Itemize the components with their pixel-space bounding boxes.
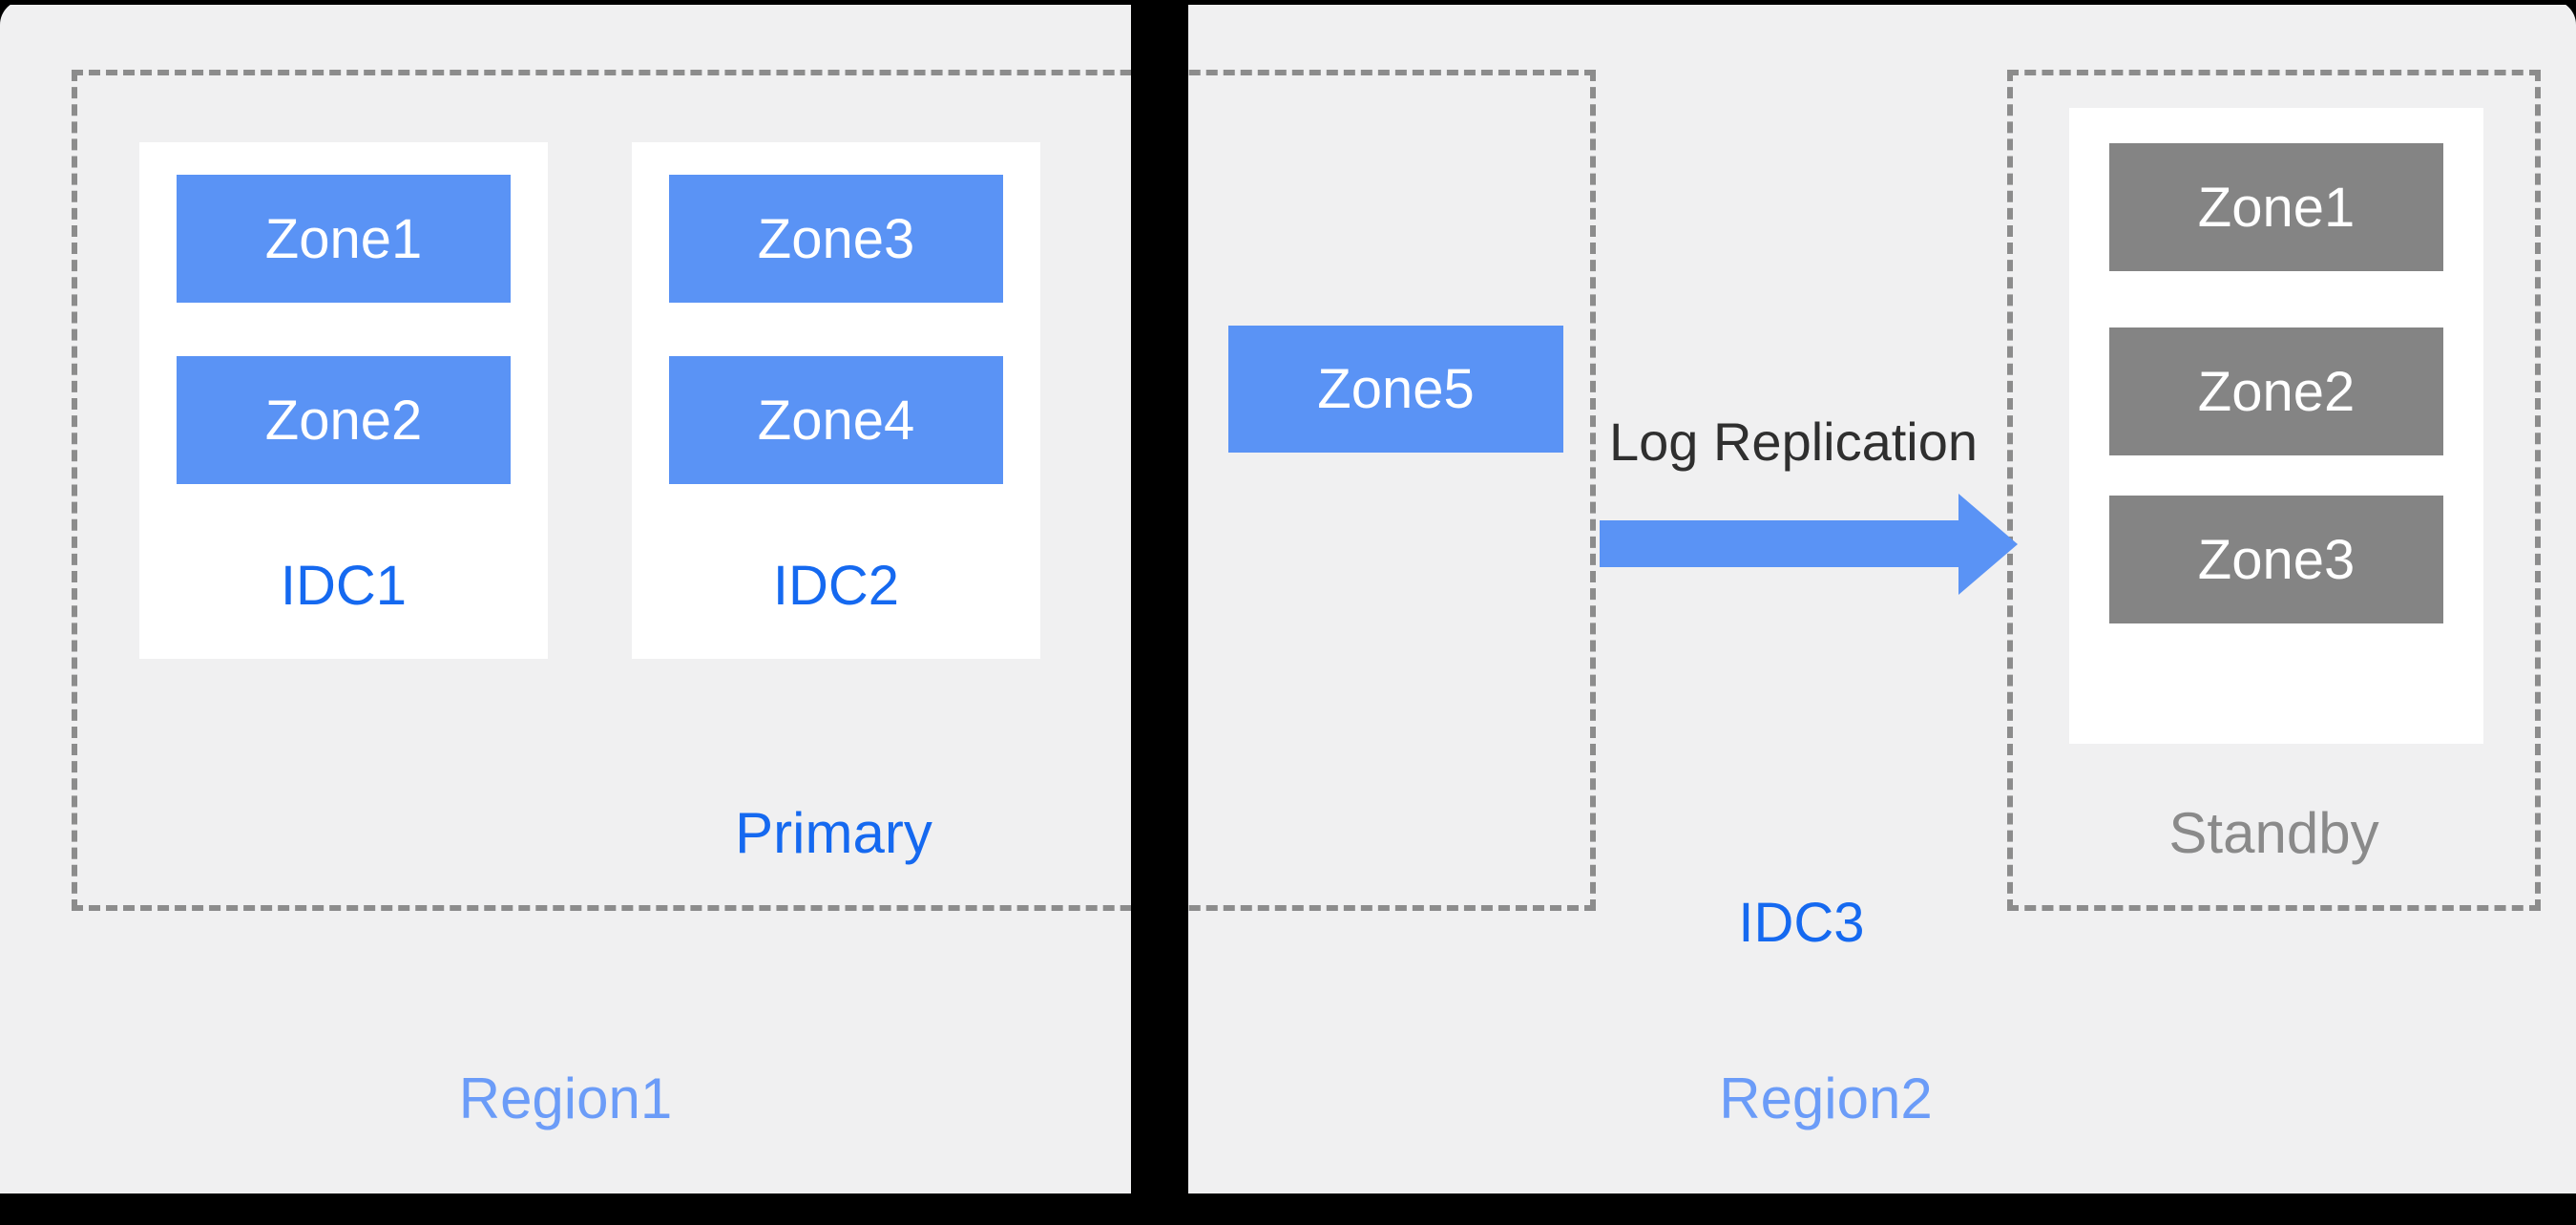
arrow-shaft	[1600, 520, 1960, 567]
region-divider	[1131, 0, 1188, 1225]
zone-label: Zone5	[1317, 358, 1475, 420]
primary-dashed-container	[72, 70, 1596, 911]
zone-label: Zone3	[2197, 528, 2356, 591]
arrow-head	[1958, 494, 2018, 595]
region2-label: Region2	[1719, 1067, 1933, 1130]
zone-label: Zone4	[757, 389, 915, 452]
standby-dashed-container	[2007, 70, 2541, 911]
zone-box-zone5: Zone5	[1228, 326, 1563, 453]
log-replication-label: Log Replication	[1609, 412, 1979, 472]
zone-label: Zone2	[264, 389, 423, 452]
idc1-label: IDC1	[280, 554, 408, 617]
region1-label: Region1	[458, 1067, 673, 1130]
idc2-box: Zone3 Zone4 IDC2	[632, 142, 1040, 659]
idc2-label: IDC2	[772, 554, 900, 617]
zone-label: Zone1	[264, 207, 423, 270]
zone-label: Zone1	[2197, 176, 2356, 239]
idc3-label: IDC3	[1738, 892, 1865, 954]
standby-label: Standby	[2168, 801, 2379, 865]
zone-box-zone3: Zone3	[669, 175, 1003, 303]
idc1-box: Zone1 Zone2 IDC1	[139, 142, 548, 659]
zone-box-zone2: Zone2	[177, 356, 511, 484]
zone-box-zone1: Zone1	[177, 175, 511, 303]
standby-zone-box-zone3: Zone3	[2109, 496, 2443, 623]
standby-zone-box-zone2: Zone2	[2109, 327, 2443, 455]
log-replication-arrow-icon	[1600, 494, 2018, 595]
zone-label: Zone3	[757, 207, 915, 270]
zone-box-zone4: Zone4	[669, 356, 1003, 484]
zone-label: Zone2	[2197, 360, 2356, 423]
standby-zone-box-zone1: Zone1	[2109, 143, 2443, 271]
primary-label: Primary	[735, 801, 932, 865]
standby-zones-box: Zone1 Zone2 Zone3	[2069, 108, 2483, 744]
